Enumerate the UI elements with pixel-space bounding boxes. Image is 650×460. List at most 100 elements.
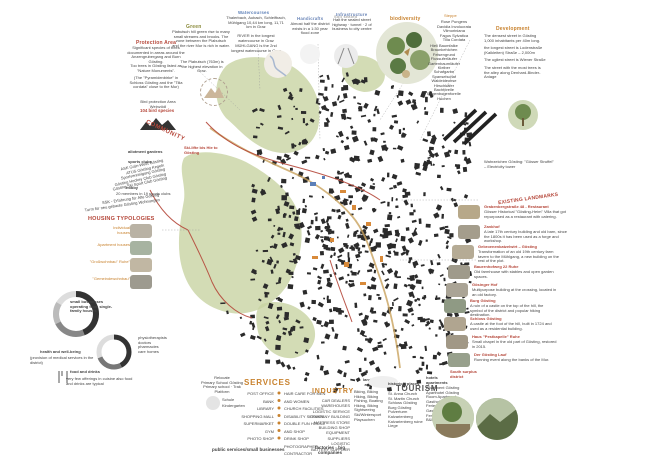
building-footprint [275,208,281,215]
building-footprint [292,366,296,370]
building-footprint [269,245,274,249]
building-footprint [391,114,398,118]
building-footprint [425,239,428,242]
building-footprint [316,319,322,325]
building-footprint [280,184,283,188]
building-footprint [323,320,330,328]
building-footprint [273,263,277,269]
building-footprint [276,306,283,311]
building-footprint [284,311,290,318]
building-footprint [265,359,271,364]
building-footprint [317,301,324,308]
building-footprint [306,272,311,275]
building-footprint [363,293,367,297]
health-donut [96,334,132,370]
building-footprint [369,309,372,313]
building-footprint [292,211,296,215]
historical-list: St. Anna Church St. Martin Church Schlos… [388,391,423,429]
building-footprint [296,209,300,215]
species-title: Steppe [444,13,457,18]
building-footprint [324,150,330,155]
building-footprint [330,246,336,252]
building-footprint [415,279,422,285]
building-footprint [319,74,324,78]
heritage-photo-9 [448,353,470,367]
service-item: LIBRARY [256,406,274,411]
building-footprint [414,165,420,170]
building-footprint [284,130,290,135]
building-footprint [400,235,406,242]
building-footprint [373,113,376,117]
building-footprint [388,124,395,130]
building-footprint [357,247,361,252]
landmark-markers[interactable] [312,190,383,285]
building-footprint [360,114,367,118]
health-text: (provision of medical services in the di… [30,355,94,365]
building-footprint [387,250,392,255]
building-footprint [454,164,461,168]
building-footprint [277,232,281,235]
building-footprint [372,127,377,132]
building-footprint [413,274,419,279]
building-footprint [400,327,404,331]
building-footprint [438,326,442,330]
green-title: Green [186,24,202,30]
building-footprint [287,95,294,101]
building-footprint [437,253,441,259]
building-footprint [275,334,281,341]
building-footprint [345,136,350,140]
building-footprint [304,377,308,380]
industry-item: LOGISTIC [331,441,350,447]
building-footprint [360,79,366,84]
industry-item: LOGISTIC SERVICE [312,408,350,414]
infrastructure-text: Halt the sealed street highway · tunnel … [332,17,372,32]
building-footprint [404,319,411,325]
building-footprint [353,96,356,99]
historical-title: historical places [388,381,420,386]
building-footprint [435,334,438,337]
building-footprint [326,295,329,300]
heritage-item-title: Schloss Gösting [470,316,502,321]
tourism-photo-1 [432,396,474,438]
building-footprint [263,338,267,342]
landmark-text: Wahrzeichen Gösting: "Gösser Struffel" –… [484,159,554,169]
building-footprint [368,360,376,366]
public-small-label: public services/small businesses [212,447,285,452]
building-footprint [446,187,452,192]
hiking-paths [149,121,381,323]
building-footprint [345,280,348,284]
building-footprint [416,120,420,124]
building-footprint [320,325,324,327]
building-footprint [418,367,423,371]
building-footprint [317,275,322,280]
building-footprint [343,198,349,202]
building-footprint [287,284,294,290]
building-footprint [342,345,347,351]
heritage-photo-4 [448,265,470,279]
building-footprint [319,79,325,83]
building-footprint [315,154,320,160]
building-footprint [305,140,309,144]
building-footprint [402,313,408,317]
building-footprint [423,106,427,110]
building-footprint [453,198,457,202]
building-footprint [425,96,428,103]
building-footprint [288,214,292,218]
building-footprint [349,200,353,205]
building-footprint [431,134,437,141]
building-footprint [416,297,421,301]
building-footprint [369,149,375,156]
building-footprint [316,354,320,360]
landmarks-list: Biking, Biking Hiking, Biking Fishing, B… [354,389,383,422]
building-footprint [264,326,270,332]
river-mur [209,127,401,369]
building-footprint [426,131,431,137]
building-footprint [323,236,330,241]
industry-item: BUILDING SHOP [318,425,350,431]
building-footprint [259,108,265,113]
building-footprint [300,110,307,114]
building-footprint [453,121,456,124]
services-sub: Relocate Primary School Gösting Primary … [200,375,243,394]
building-footprint [423,192,426,197]
